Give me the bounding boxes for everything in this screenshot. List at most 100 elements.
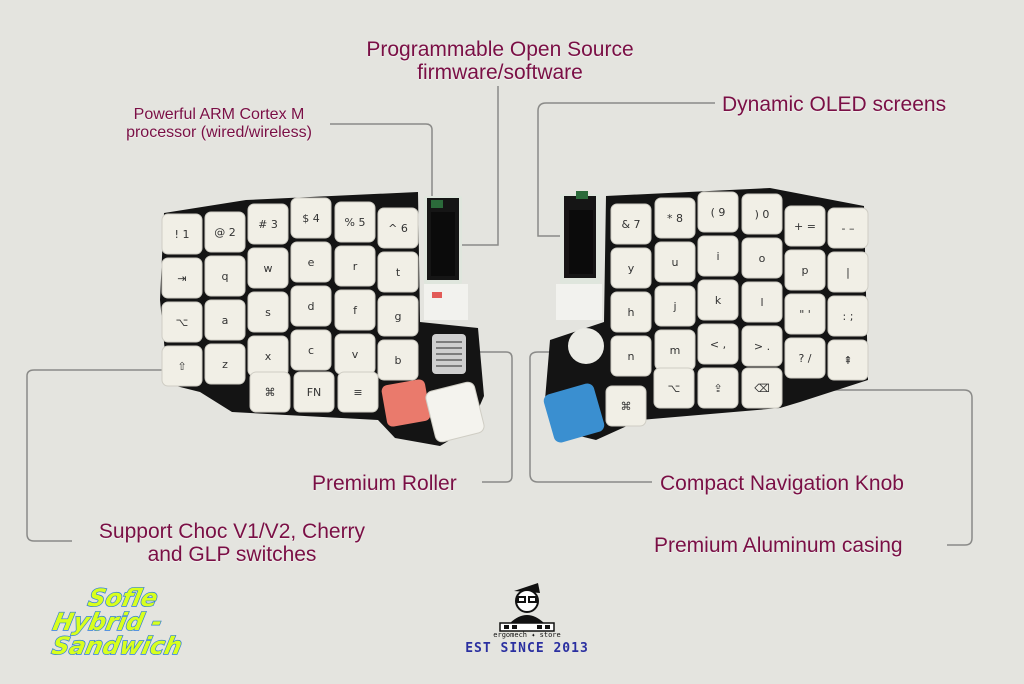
left-key-row3-2: s xyxy=(247,291,289,333)
knob-callout-line xyxy=(529,351,652,483)
left-thumb-key-0: ⌘ xyxy=(249,371,291,413)
left-key-row1-3-legend: $ 4 xyxy=(302,212,320,225)
processor-label: Powerful ARM Cortex M processor (wired/w… xyxy=(126,106,312,141)
right-key-row3-3-legend: l xyxy=(760,296,763,309)
left-key-row2-1: q xyxy=(204,255,246,297)
right-key-row1-5-legend: - – xyxy=(842,222,855,235)
left-red-thumb-key xyxy=(381,379,431,427)
left-key-row2-3-legend: e xyxy=(308,256,315,269)
right-controller xyxy=(556,191,604,364)
left-key-row1-3: $ 4 xyxy=(290,197,332,239)
left-key-row1-1-legend: @ 2 xyxy=(214,226,236,239)
roller-callout-line xyxy=(458,351,513,483)
right-key-row2-1: u xyxy=(654,241,696,283)
right-key-row2-2-legend: i xyxy=(716,250,719,263)
left-key-row4-2-legend: x xyxy=(265,350,272,363)
right-thumb-key-2: ⇪ xyxy=(697,367,739,409)
firmware-label: Programmable Open Source firmware/softwa… xyxy=(366,38,634,85)
right-key-row3-4: " ' xyxy=(784,293,826,335)
nerd-mascot-icon xyxy=(499,583,555,632)
left-key-row4-0-legend: ⇧ xyxy=(177,360,186,373)
left-key-row2-5-legend: t xyxy=(396,266,401,279)
left-key-row4-3-legend: c xyxy=(308,344,314,357)
left-thumb-key-2: ≡ xyxy=(337,371,379,413)
left-key-row4-5: b xyxy=(377,339,419,381)
left-controller xyxy=(424,196,468,374)
left-key-row3-1-legend: a xyxy=(222,314,229,327)
right-key-row3-5: : ; xyxy=(827,295,869,337)
left-key-row1-1: @ 2 xyxy=(204,211,246,253)
right-key-row3-1-legend: j xyxy=(672,300,676,313)
left-thumb-key-0-legend: ⌘ xyxy=(265,386,276,399)
left-key-row3-3-legend: d xyxy=(308,300,315,313)
logo-line2: Hybrid - xyxy=(51,607,165,636)
right-key-row1-1-legend: * 8 xyxy=(667,212,683,225)
left-key-row2-3: e xyxy=(290,241,332,283)
right-key-row2-3-legend: o xyxy=(759,252,766,265)
left-key-row2-2-legend: w xyxy=(264,262,273,275)
left-key-row3-4-legend: f xyxy=(353,304,358,317)
right-thumb-key-3: ⌫ xyxy=(741,367,783,409)
right-key-row2-0-legend: y xyxy=(628,262,635,275)
right-key-row4-0-legend: n xyxy=(628,350,635,363)
left-key-row3-5-legend: g xyxy=(395,310,402,323)
left-key-row2-0-legend: ⇥ xyxy=(177,272,186,285)
right-thumb-key-1: ⌥ xyxy=(653,367,695,409)
right-key-row3-5-legend: : ; xyxy=(843,310,854,323)
right-thumb-key-2-legend: ⇪ xyxy=(713,382,722,395)
left-key-row3-5: g xyxy=(377,295,419,337)
right-thumb-key-0-legend: ⌘ xyxy=(621,400,632,413)
switches-label: Support Choc V1/V2, Cherry and GLP switc… xyxy=(98,520,366,567)
brand-mark: ergomech ✦ store EST SINCE 2013 xyxy=(452,575,602,665)
left-key-row4-0: ⇧ xyxy=(161,345,203,387)
knob-label: Compact Navigation Knob xyxy=(660,472,904,495)
est-since-text: EST SINCE 2013 xyxy=(465,641,589,656)
left-key-row1-2-legend: # 3 xyxy=(258,218,278,231)
right-key-row2-2: i xyxy=(697,235,739,277)
right-key-row4-1-legend: m xyxy=(670,344,681,357)
nav-knob xyxy=(568,328,604,364)
left-key-row1-0-legend: ! 1 xyxy=(175,228,190,241)
right-key-row2-5-legend: | xyxy=(846,266,850,279)
left-key-row2-4: r xyxy=(334,245,376,287)
right-key-row3-0: h xyxy=(610,291,652,333)
casing-callout-line xyxy=(800,389,973,546)
right-key-row2-3: o xyxy=(741,237,783,279)
left-large-thumb-key xyxy=(425,381,485,443)
right-key-row2-0: y xyxy=(610,247,652,289)
right-key-row4-3-legend: > . xyxy=(754,340,770,353)
roller-label: Premium Roller xyxy=(312,472,457,495)
store-name: ergomech ✦ store xyxy=(493,631,561,639)
left-key-row2-2: w xyxy=(247,247,289,289)
left-key-row1-5: ^ 6 xyxy=(377,207,419,249)
right-key-row4-0: n xyxy=(610,335,652,377)
right-key-row1-2-legend: ( 9 xyxy=(711,206,726,219)
logo-line1: Sofle xyxy=(86,583,161,612)
right-key-row2-4-legend: p xyxy=(802,264,809,277)
oled-label: Dynamic OLED screens xyxy=(722,93,947,116)
left-key-row3-0: ⌥ xyxy=(161,301,203,343)
right-key-row3-4-legend: " ' xyxy=(799,308,811,321)
right-key-row4-5: ⇞ xyxy=(827,339,869,381)
sofle-logo: Sofle Hybrid - Sandwich xyxy=(49,583,186,661)
right-key-row2-4: p xyxy=(784,249,826,291)
right-key-row4-2-legend: < , xyxy=(710,338,726,351)
right-key-row4-5-legend: ⇞ xyxy=(843,354,852,367)
left-key-row2-4-legend: r xyxy=(353,260,358,273)
right-key-row1-2: ( 9 xyxy=(697,191,739,233)
left-key-row3-3: d xyxy=(290,285,332,327)
right-key-row1-1: * 8 xyxy=(654,197,696,239)
left-key-row4-1: z xyxy=(204,343,246,385)
right-key-row3-1: j xyxy=(654,285,696,327)
right-key-row3-2-legend: k xyxy=(715,294,722,307)
right-key-row4-2: < , xyxy=(697,323,739,365)
right-blue-thumb-key xyxy=(543,383,605,443)
right-thumb-key-0: ⌘ xyxy=(605,385,647,427)
casing-label: Premium Aluminum casing xyxy=(654,534,903,557)
left-key-row3-1: a xyxy=(204,299,246,341)
right-key-row2-5: | xyxy=(827,251,869,293)
switches-callout-line xyxy=(26,369,178,542)
right-key-row1-3-legend: ) 0 xyxy=(755,208,770,221)
